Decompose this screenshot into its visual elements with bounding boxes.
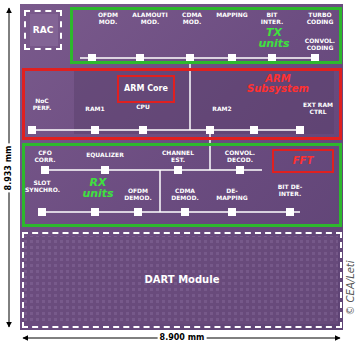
block-label: ALAMOUTI MOD.: [130, 12, 170, 25]
block-label: CFO CORR.: [28, 150, 62, 163]
block-label: OFDM MOD.: [91, 12, 125, 25]
node-title: DART Module: [24, 275, 340, 285]
block-label: NoC PERF.: [27, 98, 57, 111]
block-label: EXT RAM CTRL: [301, 102, 335, 115]
block-label: TURBO CODING: [303, 12, 337, 25]
node-title: ARM Core: [119, 85, 173, 93]
arm-texture: [74, 70, 334, 134]
block-label: DE-MAPPING: [214, 188, 250, 201]
block-label: BIT DE-INTER.: [272, 184, 308, 197]
dimension-label: 8.900 mm: [158, 334, 207, 343]
block-label: CPU: [128, 104, 158, 111]
noc-routers: [28, 54, 319, 216]
block-label: CONVOL. CODING: [303, 38, 337, 51]
node-title: TX units: [256, 27, 292, 49]
node-title: ARM Subsystem: [247, 74, 309, 94]
block-label: MAPPING: [215, 12, 249, 19]
block-label: RAM2: [207, 106, 237, 113]
block-label: CHANNEL EST.: [158, 150, 198, 163]
block-label: SLOT SYNCHRO.: [25, 180, 59, 193]
arm-core-box: ARM Core: [117, 75, 175, 103]
node-title: FFT: [274, 156, 332, 166]
rac-block: RAC: [24, 10, 62, 50]
block-label: CDMA DEMOD.: [168, 188, 202, 201]
block-label: RAM1: [80, 106, 110, 113]
node-title: RX units: [78, 177, 118, 199]
die-area: [20, 4, 343, 330]
dimension-label: 8.933 mm: [5, 144, 14, 193]
noc-wires: [32, 58, 315, 212]
credit-watermark: © CEA/Leti: [345, 260, 356, 315]
dart-module: DART Module: [22, 232, 342, 328]
fft-box: FFT: [272, 149, 334, 173]
block-label: OFDM DEMOD.: [121, 188, 155, 201]
arm-region: ARM SubsystemARM Core: [22, 68, 342, 140]
block-label: EQUALIZER: [85, 152, 125, 159]
block-label: BIT INTER.: [257, 12, 287, 25]
block-label: CONVOL. DECOD.: [222, 150, 258, 163]
block-label: CDMA MOD.: [175, 12, 209, 25]
node-title: RAC: [26, 26, 60, 35]
